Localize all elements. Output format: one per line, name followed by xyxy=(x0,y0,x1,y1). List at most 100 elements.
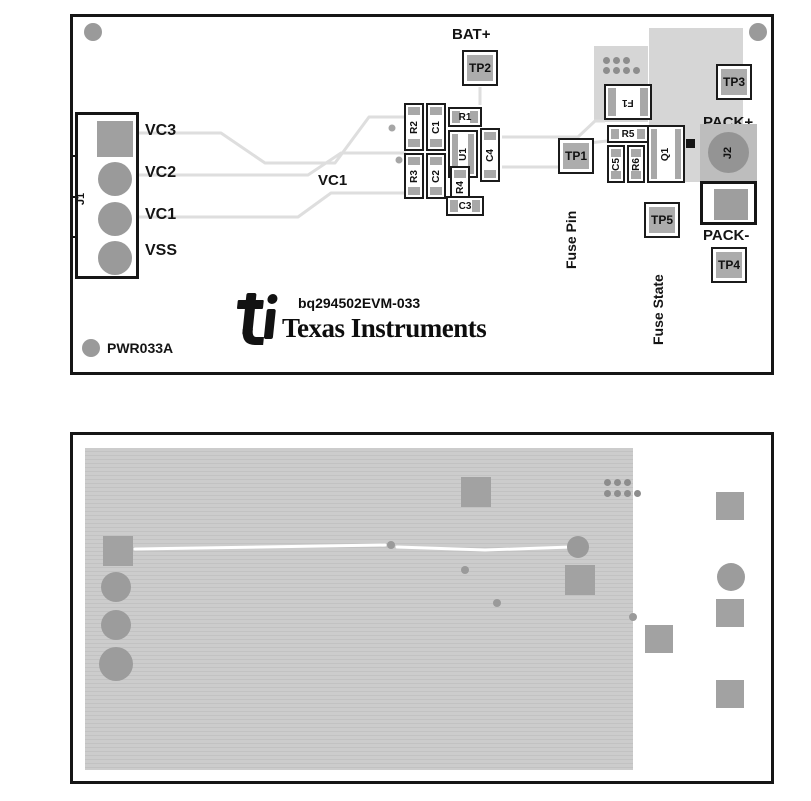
tp3-label: TP3 xyxy=(722,75,745,89)
label-vc1-trace: VC1 xyxy=(318,172,348,189)
pad xyxy=(450,200,458,212)
pad xyxy=(408,157,420,165)
via xyxy=(634,490,641,497)
connector-j1: J1 xyxy=(70,112,139,279)
board-rev-label: PWR033A xyxy=(107,340,174,356)
j2-pad-circle: J2 xyxy=(708,132,749,173)
pad xyxy=(611,149,621,157)
pack-pad xyxy=(716,599,744,627)
component-r6: R6 xyxy=(627,145,645,183)
pad xyxy=(452,134,458,174)
component-r1: R1 xyxy=(448,107,482,127)
via xyxy=(624,479,631,486)
label-vss: VSS xyxy=(145,242,178,259)
tp4-label: TP4 xyxy=(717,258,740,272)
j1-pin4-pad-bottom xyxy=(99,647,133,681)
copper-pour xyxy=(85,448,633,770)
j1-pin1-pad-bottom xyxy=(103,536,133,566)
via xyxy=(614,490,621,497)
pad xyxy=(631,149,641,157)
pad xyxy=(484,132,496,140)
via xyxy=(624,490,631,497)
tp2-label: TP2 xyxy=(468,61,491,75)
connector-j2: J2 xyxy=(700,124,757,181)
label-pack-minus: PACK- xyxy=(703,227,750,244)
ti-logo-icon xyxy=(236,293,278,345)
pad xyxy=(430,139,442,147)
j1-pin4-pad xyxy=(98,241,132,275)
pad xyxy=(675,129,681,179)
tp1-label: TP1 xyxy=(564,149,587,163)
j1-pin-divider xyxy=(70,236,78,238)
r3-refdes: R3 xyxy=(408,169,420,183)
pack-pad xyxy=(716,680,744,708)
pad xyxy=(472,200,480,212)
j2-refdes: J2 xyxy=(722,146,735,159)
pad xyxy=(408,139,420,147)
j1-pin2-pad xyxy=(98,162,132,196)
pack-minus-connector xyxy=(700,181,757,225)
pad xyxy=(611,171,621,179)
pad xyxy=(468,134,474,174)
label-vc1: VC1 xyxy=(145,206,177,223)
pad xyxy=(430,157,442,165)
pad xyxy=(454,170,466,178)
pad xyxy=(651,129,657,179)
via xyxy=(623,57,630,64)
component-r5: R5 xyxy=(607,125,649,143)
testpoint-tp4: TP4 xyxy=(711,247,747,283)
via xyxy=(613,67,620,74)
pad xyxy=(430,107,442,115)
label-fuse-state: Fuse State xyxy=(650,274,666,345)
component-c4: C4 xyxy=(480,128,500,182)
via xyxy=(613,57,620,64)
j1-pin-divider xyxy=(70,155,78,157)
pad xyxy=(430,187,442,195)
j1-pin3-pad-bottom xyxy=(101,610,131,640)
c4-refdes: C4 xyxy=(484,148,496,162)
brand-name: Texas Instruments xyxy=(282,313,487,343)
top-silkscreen-view: J1 VC3 VC2 VC1 VSS VC1 BAT+ TP2 R2 C1 R1… xyxy=(70,14,774,375)
tp5-label: TP5 xyxy=(650,213,673,227)
testpoint-tp5: TP5 xyxy=(644,202,680,238)
component-c2: C2 xyxy=(426,153,446,199)
r6-refdes: R6 xyxy=(630,157,642,171)
j1-refdes: J1 xyxy=(75,192,88,206)
bottom-copper-view xyxy=(70,432,774,784)
u1-refdes: U1 xyxy=(457,147,469,161)
via xyxy=(604,490,611,497)
mounting-hole xyxy=(749,23,767,41)
j1-pin-divider xyxy=(70,196,78,198)
via xyxy=(614,479,621,486)
pin1-marker xyxy=(686,139,695,148)
smd-pad xyxy=(645,625,673,653)
c5-refdes: C5 xyxy=(610,157,622,171)
pad xyxy=(484,170,496,178)
testpoint-tp3: TP3 xyxy=(716,64,752,100)
component-r2: R2 xyxy=(404,103,424,151)
r5-refdes: R5 xyxy=(621,128,635,140)
via xyxy=(603,57,610,64)
c2-refdes: C2 xyxy=(430,169,442,183)
label-vc3: VC3 xyxy=(145,122,177,139)
component-f1: F1 xyxy=(604,84,652,120)
pad xyxy=(637,129,645,139)
j1-pin1-pad xyxy=(97,121,133,157)
mounting-hole xyxy=(84,23,102,41)
component-c1: C1 xyxy=(426,103,446,151)
pad xyxy=(608,88,616,116)
c3-refdes: C3 xyxy=(458,200,472,212)
label-bat-plus: BAT+ xyxy=(452,26,491,43)
j1-pin2-pad-bottom xyxy=(101,572,131,602)
component-q1: Q1 xyxy=(647,125,685,183)
q1-refdes: Q1 xyxy=(660,147,672,161)
c1-refdes: C1 xyxy=(430,120,442,134)
r1-refdes: R1 xyxy=(458,111,472,123)
f1-refdes: F1 xyxy=(622,96,634,108)
component-r3: R3 xyxy=(404,153,424,199)
pack-minus-pad xyxy=(714,189,748,220)
j2-pad-bottom xyxy=(717,563,745,591)
smd-pad xyxy=(565,565,595,595)
testpoint-tp2: TP2 xyxy=(462,50,498,86)
evm-part-number: bq294502EVM-033 xyxy=(298,295,421,311)
